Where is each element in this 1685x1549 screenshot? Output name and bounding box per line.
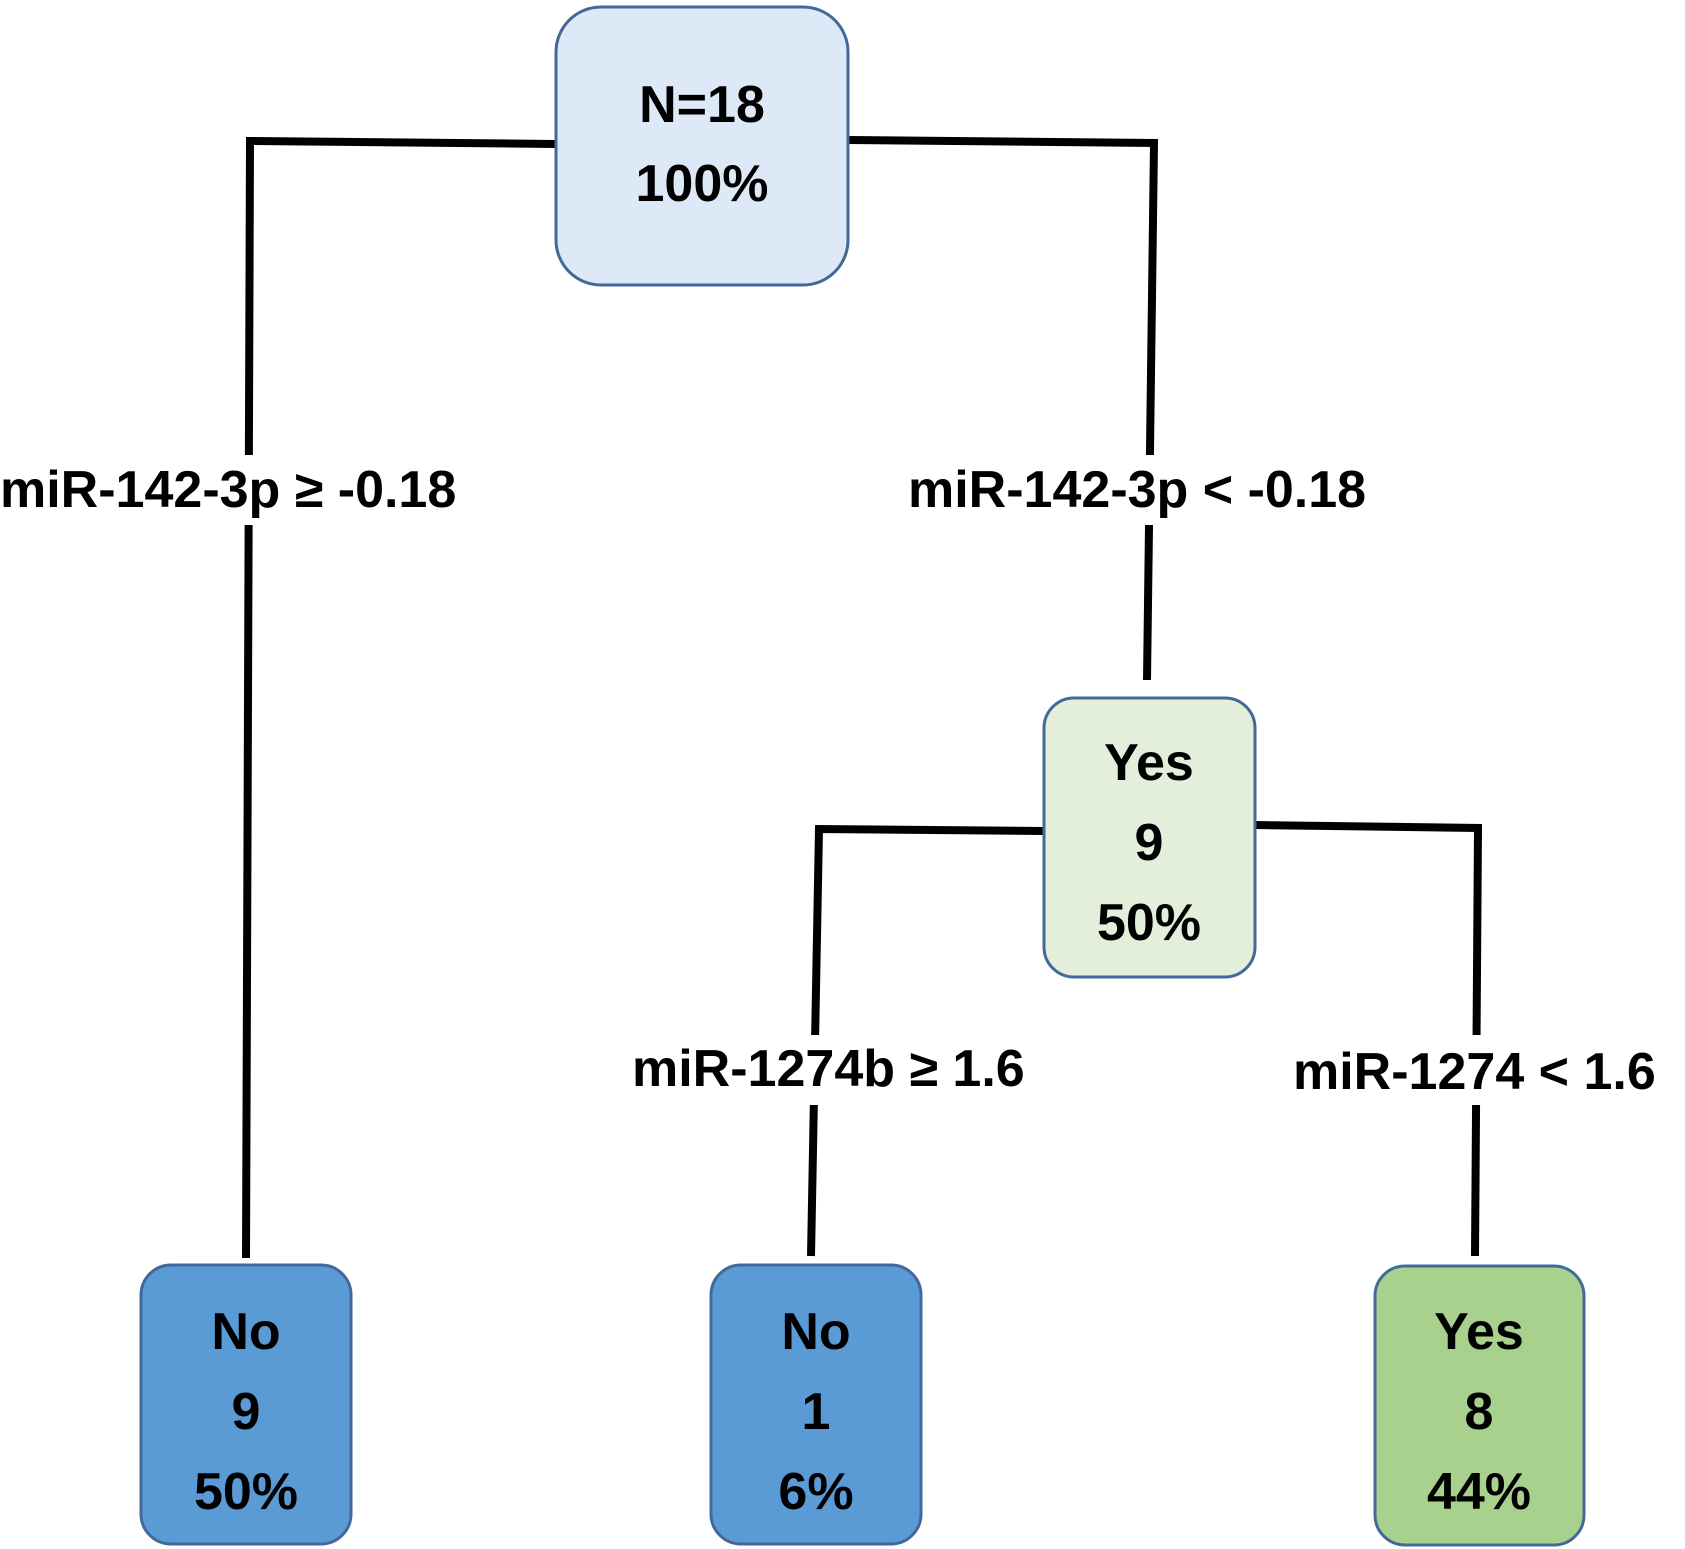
root-node-count: N=18: [639, 76, 765, 134]
mid-node-class: Yes: [1104, 734, 1194, 792]
mid-node-percent: 50%: [1097, 894, 1201, 952]
root-node: N=18 100%: [554, 5, 850, 287]
leaf-node-right-class: Yes: [1434, 1303, 1524, 1361]
leaf-node-middle-class: No: [781, 1303, 850, 1361]
leaf-node-middle-box: [709, 1263, 923, 1546]
leaf-node-middle-count: 1: [802, 1383, 831, 1441]
mid-node-count: 9: [1135, 814, 1164, 872]
mid-node-box: [1042, 696, 1257, 979]
edge-root-right-line: [847, 136, 1159, 681]
leaf-node-right-count: 8: [1465, 1383, 1494, 1441]
edge-label-bg-right-root: [905, 455, 1410, 525]
leaf-node-left-count: 9: [232, 1383, 261, 1441]
edge-label-bg-left-root: [0, 455, 500, 525]
edge-label-left-root: miR-142-3p ≥ -0.18: [0, 461, 456, 519]
edge-label-right-root: miR-142-3p < -0.18: [908, 461, 1366, 519]
leaf-node-left-class: No: [211, 1303, 280, 1361]
edge-label-bg-right-mid: [1290, 1035, 1685, 1105]
leaf-node-right: Yes 8 44%: [1373, 1264, 1586, 1547]
edge-label-bg-left-mid: [628, 1035, 1064, 1105]
edge-mid-right-line: [1254, 821, 1483, 1257]
edge-mid-left-line: [807, 824, 1045, 1257]
leaf-node-left-percent: 50%: [194, 1463, 298, 1521]
root-node-box: [554, 5, 850, 287]
leaf-node-middle-percent: 6%: [778, 1463, 853, 1521]
leaf-node-right-percent: 44%: [1427, 1463, 1531, 1521]
leaf-node-left-box: [139, 1263, 353, 1546]
edge-label-right-mid: miR-1274 < 1.6: [1293, 1043, 1656, 1101]
leaf-node-middle: No 1 6%: [709, 1263, 923, 1546]
edge-root-left-line: [242, 136, 557, 1259]
root-node-percent: 100%: [636, 155, 769, 213]
edge-label-left-mid: miR-1274b ≥ 1.6: [632, 1040, 1025, 1098]
mid-node: Yes 9 50%: [1042, 696, 1257, 979]
leaf-node-right-box: [1373, 1264, 1586, 1547]
leaf-node-left: No 9 50%: [139, 1263, 353, 1546]
